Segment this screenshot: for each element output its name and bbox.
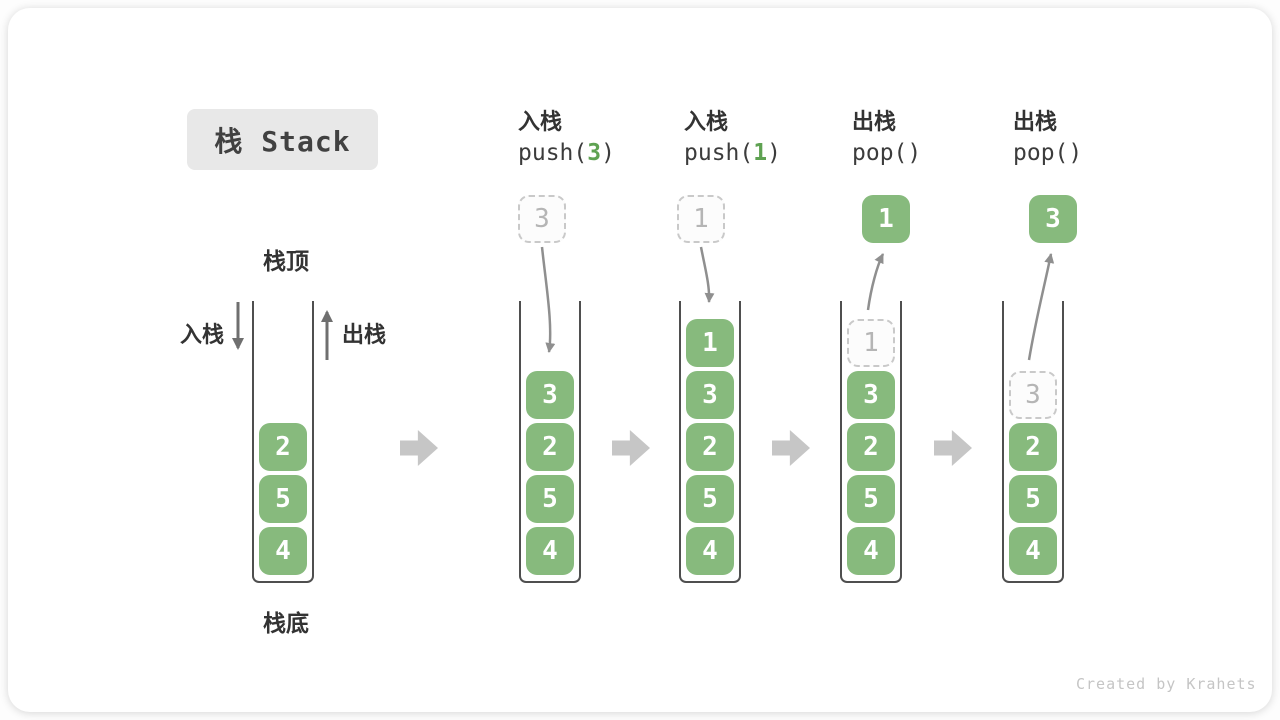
step3-code: pop() bbox=[852, 140, 921, 166]
stack-item: 5 bbox=[847, 475, 895, 523]
stack-item: 2 bbox=[526, 423, 574, 471]
step2-code: push(1) bbox=[684, 140, 781, 166]
incoming-value-box-step1: 3 bbox=[518, 195, 566, 243]
stack-top-label: 栈顶 bbox=[263, 248, 309, 274]
stack-item: 5 bbox=[686, 475, 734, 523]
stack-container-step4: 3 2 5 4 bbox=[1002, 301, 1064, 583]
step2-code-prefix: push( bbox=[684, 140, 754, 166]
step2-code-arg: 1 bbox=[753, 140, 768, 166]
popped-value-box-step3: 1 bbox=[862, 195, 910, 243]
stack-item-ghost: 1 bbox=[847, 319, 895, 367]
step3-code-prefix: pop( bbox=[852, 140, 908, 166]
stack-item: 2 bbox=[259, 423, 307, 471]
stack-item: 4 bbox=[1009, 527, 1057, 575]
stack-item: 5 bbox=[1009, 475, 1057, 523]
stack-container-initial: 2 5 4 bbox=[252, 301, 314, 583]
stack-item: 2 bbox=[686, 423, 734, 471]
step1-code-arg: 3 bbox=[587, 140, 602, 166]
stack-container-step3: 1 3 2 5 4 bbox=[840, 301, 902, 583]
stack-item: 2 bbox=[847, 423, 895, 471]
stack-item: 5 bbox=[526, 475, 574, 523]
credit-text: Created by Krahets bbox=[1076, 675, 1257, 693]
title-text: 栈 Stack bbox=[214, 124, 351, 158]
stack-container-step2: 1 3 2 5 4 bbox=[679, 301, 741, 583]
step3-code-suffix: ) bbox=[907, 140, 922, 166]
stack-item-ghost: 3 bbox=[1009, 371, 1057, 419]
step1-code-suffix: ) bbox=[601, 140, 615, 166]
step4-code-suffix: ) bbox=[1068, 140, 1083, 166]
stack-item: 4 bbox=[686, 527, 734, 575]
stack-item: 1 bbox=[686, 319, 734, 367]
stack-item: 4 bbox=[847, 527, 895, 575]
stack-item: 3 bbox=[847, 371, 895, 419]
step4-action-label: 出栈 bbox=[1013, 109, 1058, 134]
step4-code-prefix: pop( bbox=[1013, 140, 1069, 166]
incoming-value-box-step2: 1 bbox=[677, 195, 725, 243]
popped-value-box-step4: 3 bbox=[1029, 195, 1077, 243]
pop-label: 出栈 bbox=[342, 322, 387, 347]
step1-code-prefix: push( bbox=[518, 140, 588, 166]
step4-code: pop() bbox=[1013, 140, 1082, 166]
step1-action-label: 入栈 bbox=[518, 109, 563, 134]
stack-item: 4 bbox=[526, 527, 574, 575]
stack-item: 3 bbox=[526, 371, 574, 419]
title-badge: 栈 Stack bbox=[187, 109, 378, 170]
stack-container-step1: 3 2 5 4 bbox=[519, 301, 581, 583]
push-label: 入栈 bbox=[179, 322, 224, 347]
step3-action-label: 出栈 bbox=[852, 109, 897, 134]
step2-action-label: 入栈 bbox=[684, 109, 729, 134]
step1-code: push(3) bbox=[518, 140, 615, 166]
stack-item: 2 bbox=[1009, 423, 1057, 471]
step2-code-suffix: ) bbox=[767, 140, 781, 166]
stack-item: 4 bbox=[259, 527, 307, 575]
stack-item: 5 bbox=[259, 475, 307, 523]
stack-item: 3 bbox=[686, 371, 734, 419]
stack-bottom-label: 栈底 bbox=[263, 610, 309, 636]
